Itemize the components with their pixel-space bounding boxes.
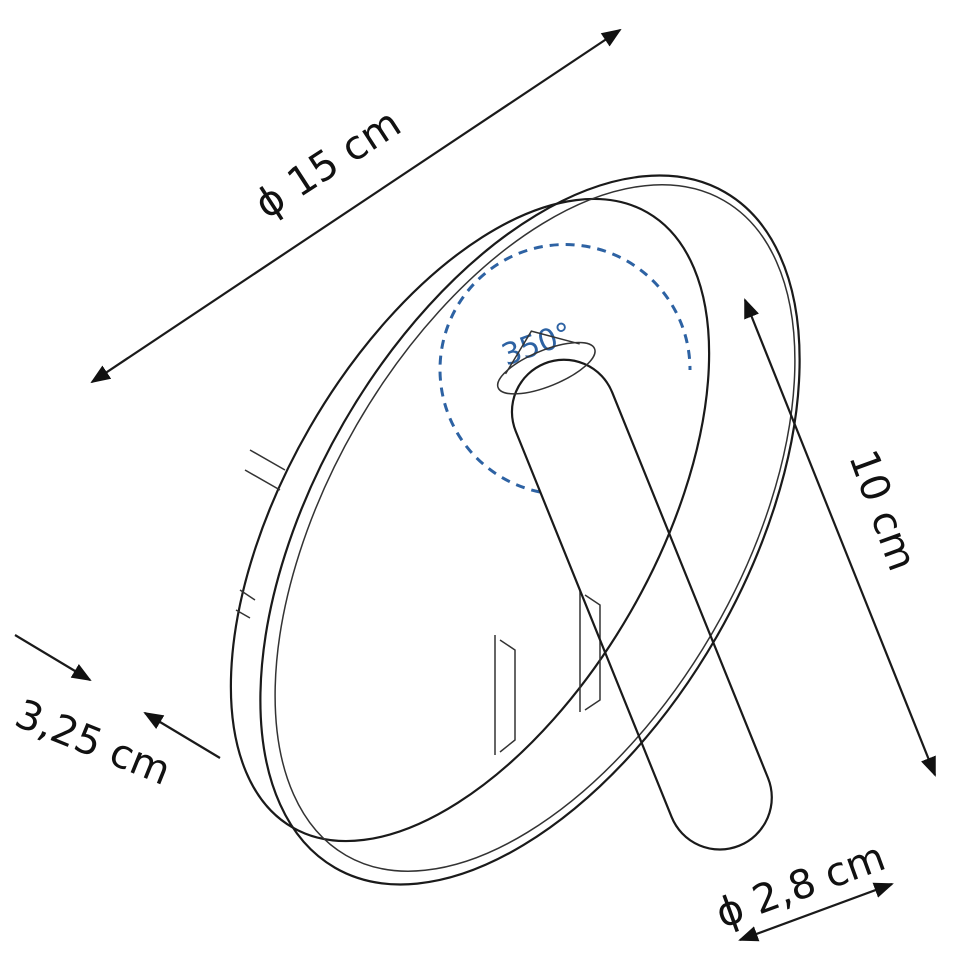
arm-diameter-label: ϕ 2,8 cm xyxy=(710,834,891,938)
rotation-arc xyxy=(438,243,692,494)
depth-arrow-left xyxy=(14,634,92,682)
back-plate xyxy=(229,197,711,843)
diameter-dimension-arrow xyxy=(90,28,622,384)
arm-diameter-arrow xyxy=(738,882,894,942)
diameter-label: ϕ 15 cm xyxy=(247,100,409,228)
height-dimension-arrow xyxy=(743,298,937,777)
switch-slots xyxy=(494,590,601,755)
depth-arrow-right xyxy=(143,711,221,759)
height-label: 10 cm xyxy=(839,444,925,577)
front-disc xyxy=(259,174,801,886)
depth-label: 3,25 cm xyxy=(9,691,177,795)
